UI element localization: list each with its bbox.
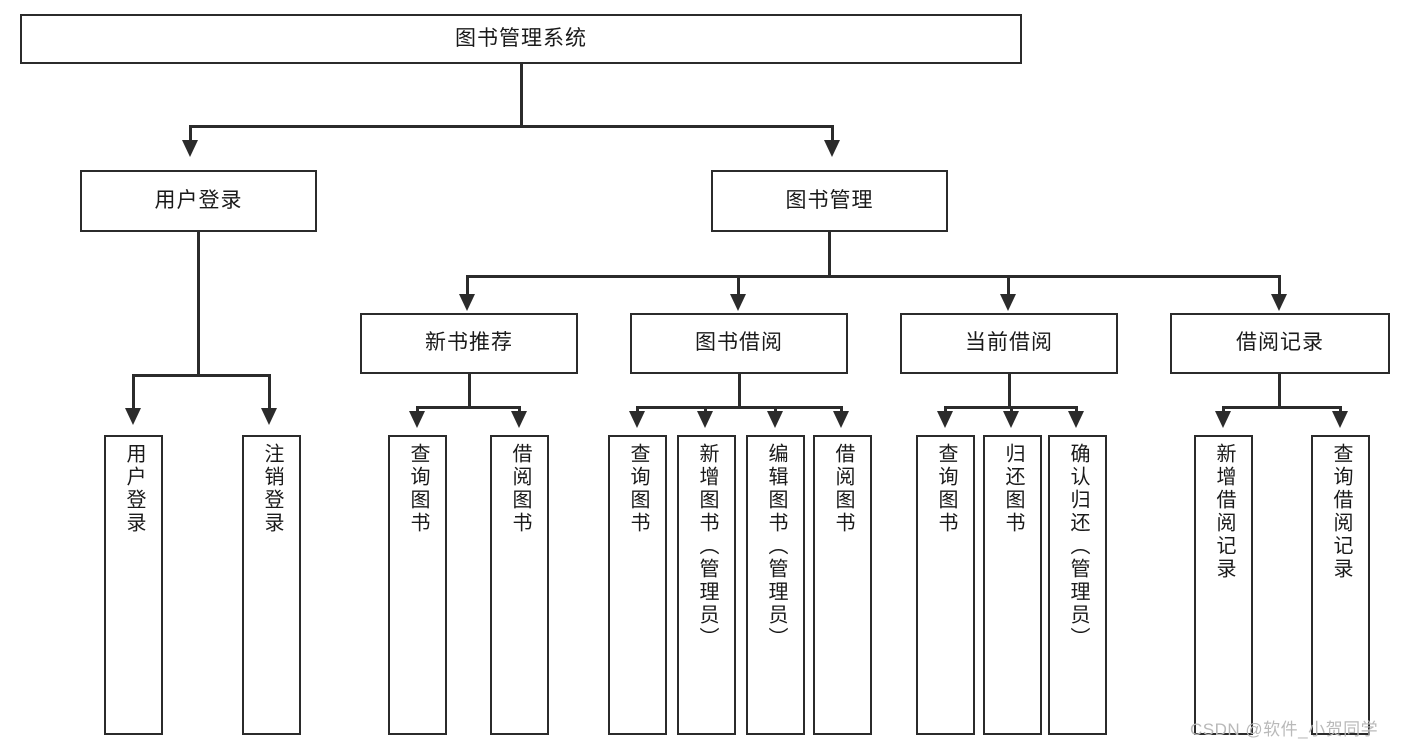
node-label: 当前借阅 <box>965 331 1053 355</box>
node-label: 查询图书 <box>407 443 429 535</box>
node-label: 图书管理 <box>785 188 874 212</box>
node-leaf-edit-book[interactable]: 编辑图书（管理员） <box>746 435 805 735</box>
node-label: 注销登录 <box>261 443 283 535</box>
arrow-to-leaf-confirm-return <box>1068 411 1084 428</box>
node-label: 图书借阅 <box>695 331 783 355</box>
arrow-to-leaf-borrow-book-1 <box>511 411 527 428</box>
arrow-to-borrow-record <box>1271 294 1287 311</box>
node-label: 编辑图书（管理员） <box>765 443 787 650</box>
arrow-to-leaf-borrow-book-2 <box>833 411 849 428</box>
arrow-to-book-manage <box>824 140 840 157</box>
connector-cb-drop-3 <box>1075 406 1078 413</box>
node-label: 新书推荐 <box>425 331 513 355</box>
node-label: 图书管理系统 <box>455 26 587 50</box>
connector-cb-drop-2 <box>1010 406 1013 413</box>
connector-nbr-drop-2 <box>518 406 521 413</box>
connector-bm-drop-3 <box>1007 275 1010 296</box>
connector-root-drop-left <box>189 125 192 142</box>
connector-bb-drop-1 <box>636 406 639 413</box>
arrow-to-leaf-add-record <box>1215 411 1231 428</box>
node-book-borrow[interactable]: 图书借阅 <box>630 313 848 374</box>
connector-bm-drop-1 <box>466 275 469 296</box>
arrow-to-current-borrow <box>1000 294 1016 311</box>
node-label: 借阅记录 <box>1236 331 1324 355</box>
node-leaf-add-record[interactable]: 新增借阅记录 <box>1194 435 1253 735</box>
node-label: 查询图书 <box>627 443 649 535</box>
node-leaf-borrow-book-1[interactable]: 借阅图书 <box>490 435 549 735</box>
connector-bb-drop-2 <box>704 406 707 413</box>
arrow-to-user-login <box>182 140 198 157</box>
node-label: 查询图书 <box>935 443 957 535</box>
node-label: 用户登录 <box>154 188 243 212</box>
node-label: 用户登录 <box>123 443 145 535</box>
connector-root-bus <box>189 125 834 128</box>
node-leaf-query-book-3[interactable]: 查询图书 <box>916 435 975 735</box>
csdn-watermark: CSDN @软件_小贺同学 <box>1190 720 1379 739</box>
connector-root-stem <box>520 64 523 126</box>
arrow-to-leaf-query-book-2 <box>629 411 645 428</box>
arrow-to-leaf-add-book <box>697 411 713 428</box>
connector-nbr-bus <box>416 406 521 409</box>
connector-bb-stem <box>738 374 741 408</box>
connector-bb-drop-3 <box>774 406 777 413</box>
arrow-to-book-borrow <box>730 294 746 311</box>
node-label: 借阅图书 <box>509 443 531 535</box>
node-current-borrow[interactable]: 当前借阅 <box>900 313 1118 374</box>
arrow-to-leaf-query-book-3 <box>937 411 953 428</box>
node-leaf-logout[interactable]: 注销登录 <box>242 435 301 735</box>
connector-user-login-stem <box>197 232 200 375</box>
node-new-book-recommend[interactable]: 新书推荐 <box>360 313 578 374</box>
node-leaf-confirm-return[interactable]: 确认归还（管理员） <box>1048 435 1107 735</box>
connector-nbr-drop-1 <box>416 406 419 413</box>
node-leaf-borrow-book-2[interactable]: 借阅图书 <box>813 435 872 735</box>
arrow-to-leaf-query-book-1 <box>409 411 425 428</box>
connector-br-drop-2 <box>1339 406 1342 413</box>
arrow-to-new-book-recommend <box>459 294 475 311</box>
node-user-login[interactable]: 用户登录 <box>80 170 317 232</box>
connector-book-manage-bus <box>466 275 1281 278</box>
node-book-manage[interactable]: 图书管理 <box>711 170 948 232</box>
connector-bb-drop-4 <box>840 406 843 413</box>
node-leaf-query-book-2[interactable]: 查询图书 <box>608 435 667 735</box>
connector-br-drop-1 <box>1222 406 1225 413</box>
node-root-book-management-system[interactable]: 图书管理系统 <box>20 14 1022 64</box>
node-label: 确认归还（管理员） <box>1067 443 1089 650</box>
node-label: 新增图书（管理员） <box>696 443 718 650</box>
arrow-to-leaf-user-login <box>125 408 141 425</box>
node-borrow-record[interactable]: 借阅记录 <box>1170 313 1390 374</box>
connector-user-login-drop-1 <box>132 374 135 410</box>
connector-br-bus <box>1222 406 1342 409</box>
node-leaf-add-book[interactable]: 新增图书（管理员） <box>677 435 736 735</box>
connector-user-login-bus <box>132 374 270 377</box>
node-label: 查询借阅记录 <box>1330 443 1352 581</box>
connector-br-stem <box>1278 374 1281 408</box>
node-leaf-query-book-1[interactable]: 查询图书 <box>388 435 447 735</box>
connector-bm-drop-2 <box>737 275 740 296</box>
connector-cb-stem <box>1008 374 1011 408</box>
arrow-to-leaf-return-book <box>1003 411 1019 428</box>
connector-book-manage-stem <box>828 232 831 276</box>
node-label: 借阅图书 <box>832 443 854 535</box>
arrow-to-leaf-edit-book <box>767 411 783 428</box>
arrow-to-leaf-query-record <box>1332 411 1348 428</box>
node-leaf-return-book[interactable]: 归还图书 <box>983 435 1042 735</box>
arrow-to-leaf-logout <box>261 408 277 425</box>
connector-user-login-drop-2 <box>268 374 271 410</box>
connector-root-drop-right <box>831 125 834 142</box>
node-leaf-user-login[interactable]: 用户登录 <box>104 435 163 735</box>
connector-cb-drop-1 <box>944 406 947 413</box>
node-label: 新增借阅记录 <box>1213 443 1235 581</box>
connector-nbr-stem <box>468 374 471 408</box>
connector-bm-drop-4 <box>1278 275 1281 296</box>
connector-bb-bus <box>636 406 842 409</box>
node-leaf-query-record[interactable]: 查询借阅记录 <box>1311 435 1370 735</box>
node-label: 归还图书 <box>1002 443 1024 535</box>
